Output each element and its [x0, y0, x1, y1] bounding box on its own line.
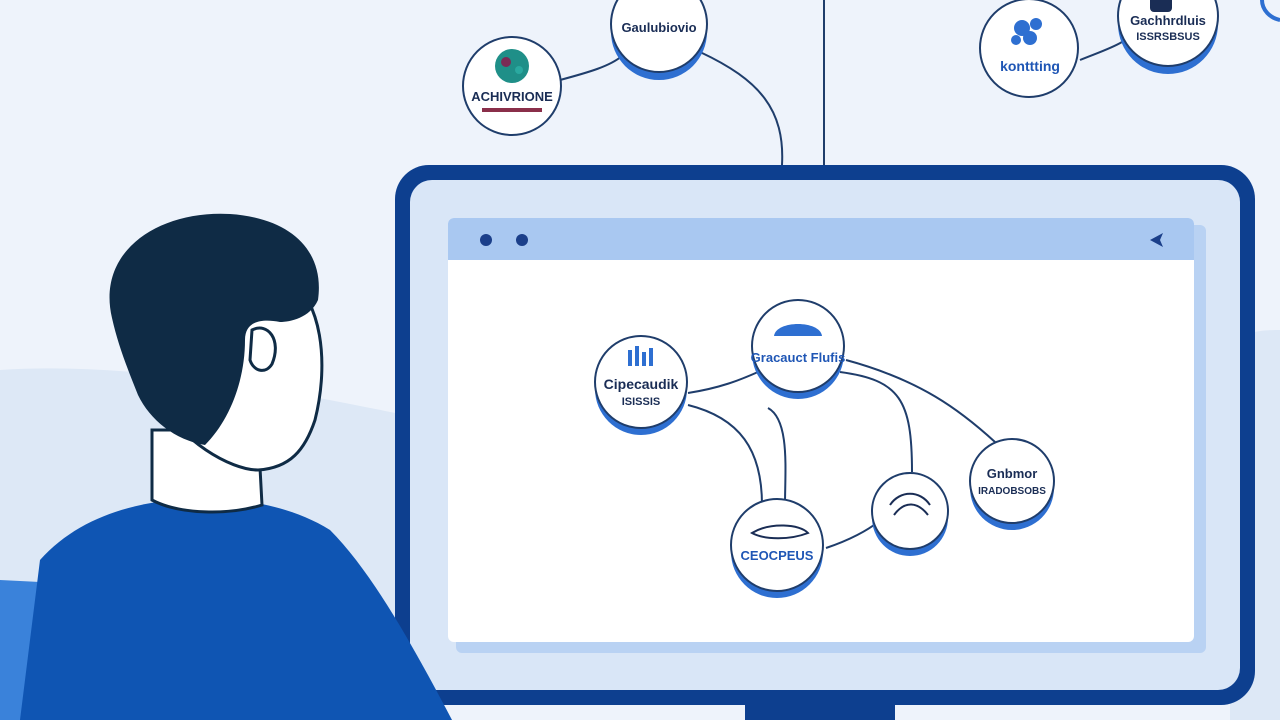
lines-icon: [889, 492, 931, 516]
top-node-konttting[interactable]: konttting: [979, 0, 1079, 98]
top-node-achivrione[interactable]: ACHIVRIONE: [462, 36, 562, 136]
person-shirt: [20, 498, 452, 720]
leaf-icon: [749, 524, 810, 540]
screen-node-lines[interactable]: [871, 472, 949, 556]
screen-node-gnbmor[interactable]: Gnbmor IRADOBSOBS: [969, 438, 1055, 530]
top-node-label: Gachhrdluis: [1130, 13, 1206, 28]
screen-node-gracauct-flufis[interactable]: Gracauct Flufis: [751, 299, 846, 399]
top-node-label: ACHIVRIONE: [471, 89, 553, 104]
chat-icon: [1150, 0, 1172, 12]
app-window: [448, 218, 1206, 653]
person-hair: [109, 213, 319, 445]
globe-icon: [495, 49, 529, 83]
cloud-icon: [774, 324, 822, 336]
screen-node-label: CEOCPEUS: [741, 548, 814, 563]
top-node-label: Gaulubiovio: [621, 20, 696, 35]
top-node-partial: [1260, 0, 1280, 22]
person-ear: [248, 326, 277, 372]
screen-node-label: Gnbmor: [987, 466, 1038, 481]
screen-node-label: Cipecaudik: [604, 376, 679, 392]
cluster-icon: [1011, 18, 1042, 45]
top-node-label: konttting: [1000, 58, 1060, 74]
wave-icon: [628, 346, 653, 366]
screen-node-ceocpeus[interactable]: CEOCPEUS: [730, 498, 824, 598]
top-node-gachhrdluis[interactable]: Gachhrdluis ISSRSBSUS: [1117, 0, 1219, 74]
back-arrow-icon[interactable]: [1150, 233, 1163, 247]
person-illustration: [0, 213, 452, 720]
screen-node-sublabel: IRADOBSOBS: [978, 486, 1046, 497]
screen-node-cipecaudik[interactable]: Cipecaudik ISISSIS: [594, 335, 688, 435]
top-node-gaulubiovio[interactable]: Gaulubiovio: [610, 0, 708, 80]
top-node-underline: [482, 108, 542, 112]
window-dot-icon[interactable]: [480, 234, 492, 246]
screen-node-sublabel: ISISSIS: [622, 396, 661, 408]
screen-node-label: Gracauct Flufis: [751, 350, 846, 365]
window-dot-icon[interactable]: [516, 234, 528, 246]
top-node-sublabel: ISSRSBSUS: [1136, 31, 1200, 43]
top-connectors: [559, 0, 1123, 166]
